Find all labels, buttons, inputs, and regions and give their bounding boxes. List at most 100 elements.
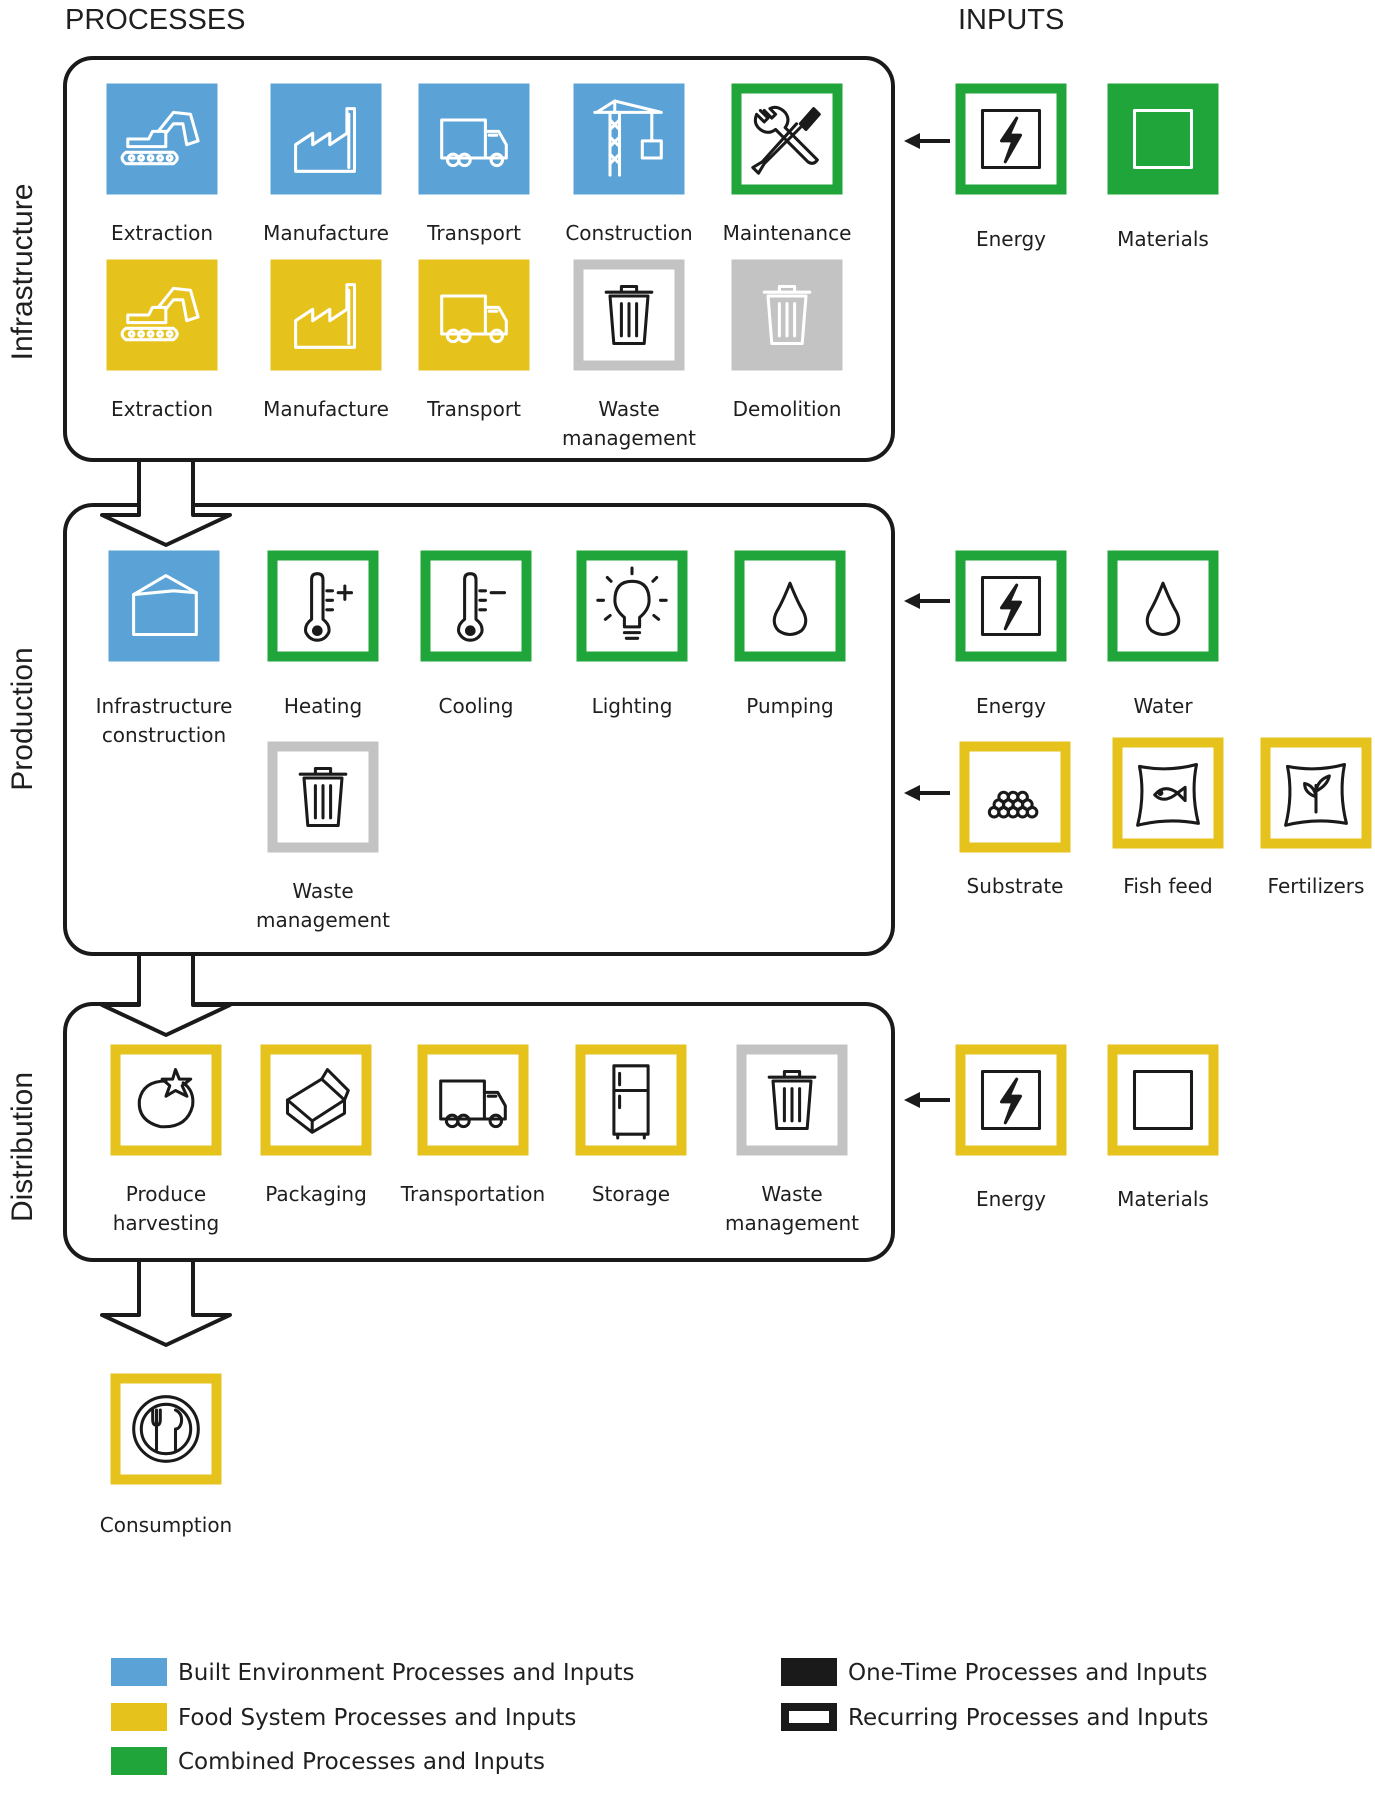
- tile-box-construction: [573, 83, 685, 195]
- tile-materials-infra: Materials: [1107, 83, 1219, 251]
- tile-label-transportation: Transportation: [400, 1182, 545, 1206]
- tile-box-harvesting: [110, 1044, 222, 1156]
- input-arrow-production-energy: [904, 593, 950, 609]
- tile-cooling: Cooling: [420, 550, 532, 718]
- inputs-header: INPUTS: [958, 4, 1064, 36]
- tile-label-waste-prod: Waste: [292, 879, 353, 903]
- input-arrow-production-food: [904, 785, 950, 801]
- tile-pumping: Pumping: [734, 550, 846, 718]
- tile-label-manufacture-food: Manufacture: [263, 397, 389, 421]
- plant-bag-icon: [1284, 762, 1348, 827]
- legend-label: Food System Processes and Inputs: [178, 1705, 576, 1731]
- tile-label-lighting: Lighting: [592, 694, 673, 718]
- tile-box-water: [1107, 550, 1219, 662]
- tile-demolition: Demolition: [731, 259, 843, 421]
- consumption-stage: Consumption: [100, 1373, 232, 1537]
- trash-icon: [604, 284, 654, 346]
- tile-box-packaging: [260, 1044, 372, 1156]
- legend-label: Recurring Processes and Inputs: [848, 1705, 1209, 1731]
- tile-label-packaging: Packaging: [265, 1182, 367, 1206]
- stage-label-production: Production: [6, 647, 39, 790]
- square-icon: [1132, 108, 1194, 170]
- tile-label-heating: Heating: [284, 694, 362, 718]
- greenhouse-icon: [132, 574, 198, 637]
- thermometer-minus-icon: [457, 572, 507, 642]
- tile-materials-dist: Materials: [1107, 1044, 1219, 1211]
- tile-box-infra-construction: [108, 550, 220, 662]
- tile-label-energy-prod: Energy: [976, 694, 1046, 718]
- tile-infra-construction: Infrastructure construction: [96, 550, 233, 747]
- tile-box-fish-feed: [1112, 737, 1224, 849]
- tile-box-transport-food: [418, 259, 530, 371]
- excavator-icon: [120, 110, 200, 166]
- truck-icon: [440, 294, 508, 344]
- tile-box-materials-infra: [1107, 83, 1219, 195]
- legend-recurring: Recurring Processes and Inputs: [781, 1703, 1209, 1731]
- fridge-icon: [612, 1064, 650, 1140]
- input-arrow-infrastructure: [904, 133, 950, 149]
- tile-box-manufacture-built: [270, 83, 382, 195]
- truck-icon: [439, 1079, 507, 1129]
- legend-label: Built Environment Processes and Inputs: [178, 1660, 634, 1686]
- tile-label-waste-infra: management: [562, 426, 696, 450]
- tile-label-transport-built: Transport: [426, 221, 521, 245]
- tile-extraction-food: Extraction: [106, 259, 218, 421]
- tile-fish-feed: Fish feed: [1112, 737, 1224, 898]
- lightning-icon: [980, 575, 1042, 637]
- production-panel: [63, 503, 895, 956]
- tile-box-extraction-food: [106, 259, 218, 371]
- tile-label-materials-infra: Materials: [1117, 227, 1209, 251]
- tile-transport-food: Transport: [418, 259, 530, 421]
- distribution-panel: [63, 1002, 895, 1262]
- legend-one-time: One-Time Processes and Inputs: [781, 1658, 1207, 1686]
- crane-icon: [593, 99, 663, 177]
- tile-transportation: Transportation: [400, 1044, 545, 1206]
- legend: Built Environment Processes and InputsFo…: [111, 1658, 1209, 1775]
- tile-label-waste-infra: Waste: [598, 397, 659, 421]
- legend-label: One-Time Processes and Inputs: [848, 1660, 1207, 1686]
- legend-swatch: [111, 1703, 167, 1731]
- legend-food: Food System Processes and Inputs: [111, 1703, 576, 1731]
- box-icon: [285, 1068, 350, 1134]
- plate-cutlery-icon: [132, 1395, 200, 1463]
- stage-label-distribution: Distribution: [6, 1072, 39, 1222]
- tile-box-materials-dist: [1107, 1044, 1219, 1156]
- thermometer-plus-icon: [304, 572, 354, 642]
- tile-water: Water: [1107, 550, 1219, 718]
- tile-label-materials-dist: Materials: [1117, 1187, 1209, 1211]
- flow-arrow-distribution-to-consumption: [100, 1258, 232, 1347]
- tile-label-waste-prod: management: [256, 908, 390, 932]
- input-arrow-distribution: [904, 1092, 950, 1108]
- trash-icon: [298, 766, 348, 828]
- tile-label-extraction-food: Extraction: [111, 397, 213, 421]
- square-icon: [1132, 1069, 1194, 1131]
- legend-built: Built Environment Processes and Inputs: [111, 1658, 634, 1686]
- tile-label-manufacture-built: Manufacture: [263, 221, 389, 245]
- tile-extraction-built: Extraction: [106, 83, 218, 245]
- factory-icon: [294, 107, 357, 173]
- tile-manufacture-food: Manufacture: [263, 259, 389, 421]
- truck-icon: [440, 118, 508, 168]
- legend-swatch: [781, 1658, 837, 1686]
- excavator-icon: [120, 286, 200, 342]
- wrench-screwdriver-icon: [751, 105, 821, 175]
- tile-construction: Construction: [565, 83, 693, 245]
- tile-lighting: Lighting: [576, 550, 688, 718]
- factory-icon: [294, 283, 357, 349]
- tile-substrate: Substrate: [959, 741, 1071, 898]
- legend-swatch: [111, 1658, 167, 1686]
- legend-label: Combined Processes and Inputs: [178, 1749, 545, 1775]
- trash-icon: [762, 284, 812, 346]
- tile-label-fish-feed: Fish feed: [1123, 874, 1212, 898]
- tile-label-infra-construction: Infrastructure: [96, 694, 233, 718]
- lightning-icon: [980, 1069, 1042, 1131]
- processes-header: PROCESSES: [65, 4, 246, 36]
- tile-label-waste-dist: Waste: [761, 1182, 822, 1206]
- tile-label-infra-construction: construction: [102, 723, 226, 747]
- tile-heating: Heating: [267, 550, 379, 718]
- infrastructure-panel: [63, 56, 895, 462]
